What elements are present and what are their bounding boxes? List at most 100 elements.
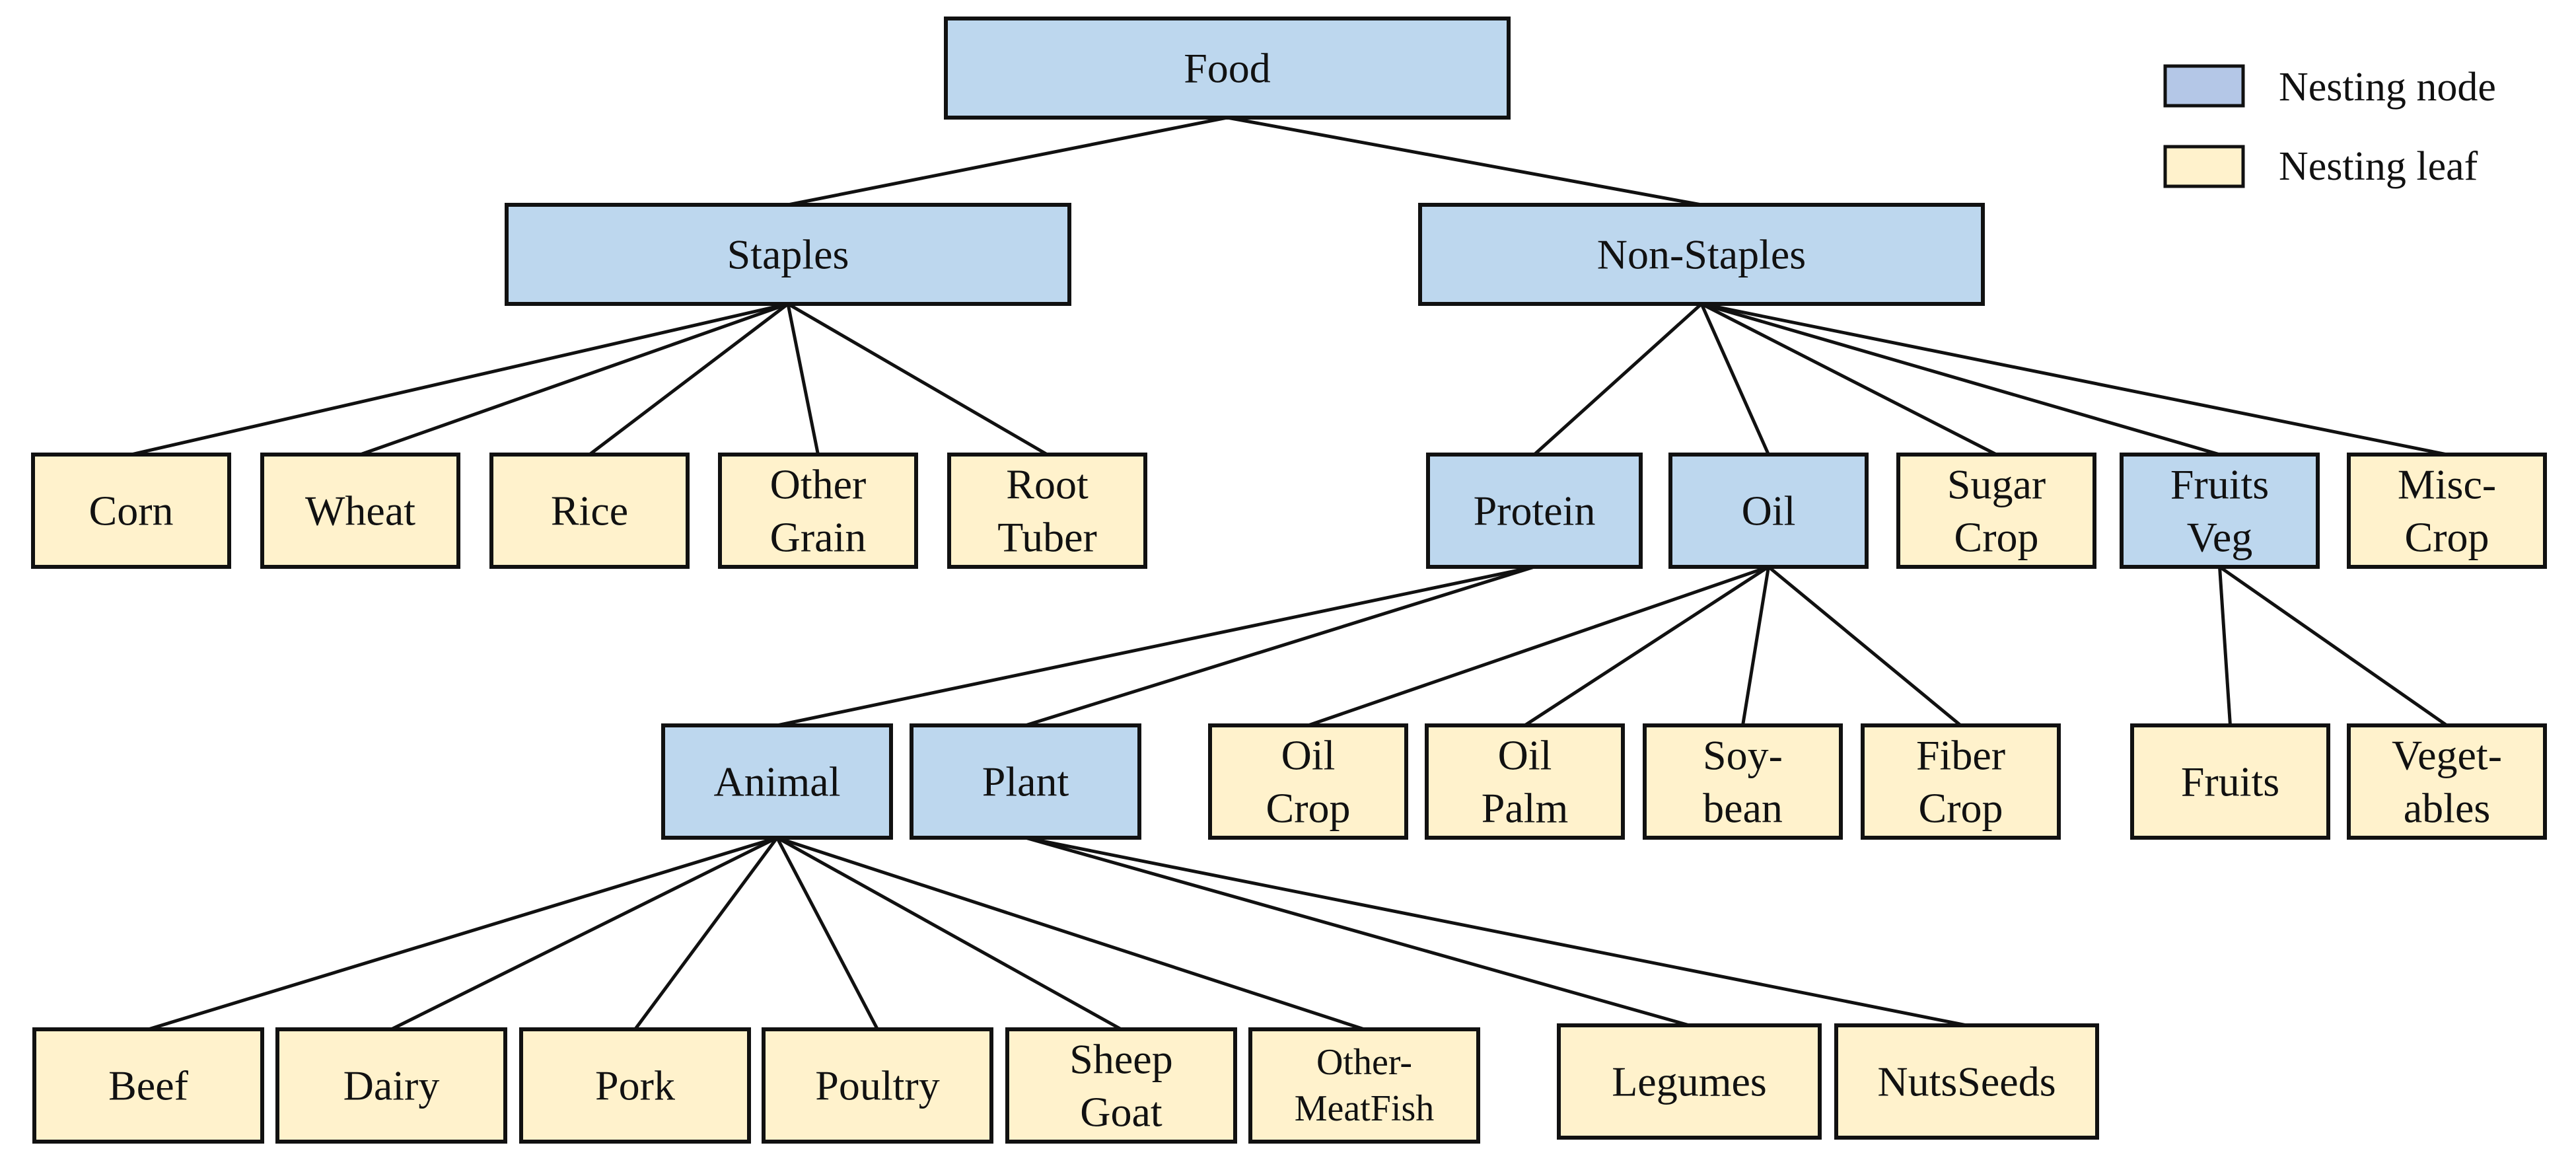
node-label-fiber-crop-line-1: Fiber [1916,732,2005,779]
node-box-corn [31,453,231,569]
node-label-pork: Pork [595,1062,675,1109]
edge-oil-to-fiber-crop [1767,566,1962,727]
node-corn: Corn [31,453,231,569]
node-label-other-meatfish-line-2: MeatFish [1295,1088,1435,1129]
tree-edges [130,116,2448,1031]
node-box-poultry [762,1027,993,1144]
node-label-staples: Staples [727,231,849,278]
edge-animal-to-poultry [775,836,879,1031]
edge-food-to-non-staples [1227,116,1702,207]
node-label-food: Food [1184,45,1271,92]
node-label-oil-palm-line-2: Palm [1482,785,1569,832]
node-soybean: Soy-bean [1643,723,1843,840]
node-label-beef: Beef [108,1062,189,1109]
node-label-fruits-veg-line-2: Veg [2187,514,2253,561]
node-box-fruits [2130,723,2330,840]
node-box-protein [1426,453,1643,569]
node-box-oil [1668,453,1869,569]
node-box-nutsseeds [1834,1023,2099,1140]
legend-node-label: Nesting node [2279,65,2496,110]
node-label-sheep-goat-line-1: Sheep [1069,1036,1172,1083]
node-vegetables: Veget-ables [2347,723,2547,840]
edge-protein-to-animal [776,565,1535,727]
node-misc-crop: Misc-Crop [2347,453,2547,569]
node-animal: Animal [661,723,893,840]
edge-fruits-veg-to-vegetables [2219,565,2448,727]
node-box-animal [661,723,893,840]
node-label-sheep-goat-line-2: Goat [1080,1089,1163,1136]
node-box-oil-palm [1425,723,1625,840]
node-label-vegetables-line-2: ables [2404,785,2491,832]
node-wheat: Wheat [260,453,460,569]
node-box-root-tuber [947,453,1147,569]
edge-staples-to-corn [130,302,789,457]
edge-animal-to-sheep-goat [776,836,1122,1031]
node-label-corn: Corn [89,488,174,534]
node-box-vegetables [2347,723,2547,840]
node-box-dairy [275,1027,507,1144]
node-label-oil: Oil [1742,488,1796,534]
node-label-misc-crop-line-2: Crop [2405,514,2489,561]
node-box-rice [489,453,690,569]
node-legumes: Legumes [1557,1023,1822,1140]
node-fruits: Fruits [2130,723,2330,840]
edge-food-to-staples [787,116,1228,207]
node-label-root-tuber-line-2: Tuber [997,514,1097,561]
edge-animal-to-other-meatfish [776,836,1365,1031]
node-box-wheat [260,453,460,569]
node-box-non-staples [1418,203,1985,306]
edge-non-staples-to-misc-crop [1701,302,2447,457]
node-label-oil-crop-line-1: Oil [1281,732,1336,779]
edge-fruits-veg-to-fruits [2218,566,2232,726]
node-box-sheep-goat [1005,1027,1237,1144]
node-box-other-meatfish [1248,1027,1480,1144]
node-label-soybean-line-2: bean [1703,785,1783,832]
node-food: Food [944,17,1511,120]
edge-staples-to-other-grain [786,303,820,455]
node-plant: Plant [910,723,1141,840]
edge-non-staples-to-sugar-crop [1700,302,1997,457]
node-label-other-meatfish-line-1: Other- [1316,1042,1412,1083]
legend-leaf-label: Nesting leaf [2279,144,2478,189]
legend: Nesting node Nesting leaf [2163,64,2496,189]
node-other-meatfish: Other- MeatFish [1248,1027,1480,1144]
edge-staples-to-wheat [359,302,789,457]
node-label-oil-palm-line-1: Oil [1498,732,1552,779]
edge-animal-to-beef [147,836,778,1031]
node-box-staples [505,203,1071,306]
node-label-nutsseeds: NutsSeeds [1877,1058,2056,1105]
node-label-fruits-veg-line-1: Fruits [2170,461,2269,508]
node-box-misc-crop [2347,453,2547,569]
edge-non-staples-to-fruits-veg [1701,302,2221,457]
node-beef: Beef [32,1027,264,1144]
node-label-protein: Protein [1474,488,1596,534]
node-label-root-tuber-line-1: Root [1006,461,1089,508]
node-box-pork [519,1027,751,1144]
node-label-soybean-line-1: Soy- [1703,732,1783,779]
edge-staples-to-root-tuber [787,302,1048,457]
node-non-staples: Non-Staples [1418,203,1985,306]
node-rice: Rice [489,453,690,569]
node-box-sugar-crop [1896,453,2096,569]
node-label-dairy: Dairy [343,1062,440,1109]
edge-oil-to-oil-palm [1524,565,1770,727]
legend-leaf-swatch [2163,145,2245,188]
node-box-fruits-veg [2120,453,2320,569]
edge-non-staples-to-oil [1699,303,1770,456]
edge-animal-to-dairy [390,836,778,1031]
node-label-plant: Plant [982,758,1069,805]
node-label-non-staples: Non-Staples [1597,231,1806,278]
node-label-poultry: Poultry [815,1062,939,1109]
node-label-rice: Rice [551,488,628,534]
node-staples: Staples [505,203,1071,306]
node-protein: Protein [1426,453,1643,569]
edge-non-staples-to-protein [1533,303,1703,456]
node-label-sugar-crop-line-2: Crop [1954,514,2039,561]
